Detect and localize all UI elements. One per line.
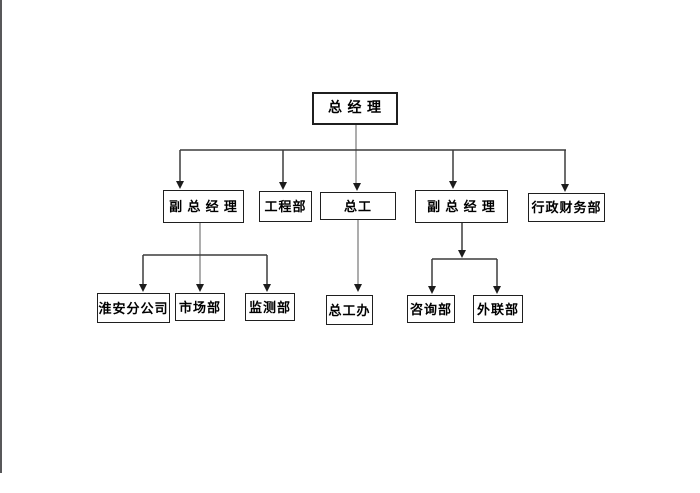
org-node-chief-engineer: 总工 [320, 192, 396, 220]
page-edge-line [0, 0, 2, 473]
org-node-admin-finance-dept: 行政财务部 [528, 193, 605, 222]
org-node-marketing-dept: 市场部 [175, 293, 225, 321]
arrowheads [139, 181, 569, 294]
pass-through-lines [199, 125, 359, 285]
org-node-external-liaison-dept: 外联部 [473, 295, 523, 323]
org-node-general-manager: 总 经 理 [312, 92, 398, 125]
branch-lines [142, 149, 566, 287]
org-node-monitoring-dept: 监测部 [245, 293, 295, 321]
org-node-consulting-dept: 咨询部 [407, 295, 455, 323]
org-node-engineering-dept: 工程部 [259, 191, 312, 222]
org-node-chief-engineer-office: 总工办 [326, 295, 373, 325]
org-node-deputy-gm-right: 副 总 经 理 [415, 190, 508, 223]
org-node-deputy-gm-left: 副 总 经 理 [163, 190, 244, 223]
org-node-huaian-branch: 淮安分公司 [97, 293, 170, 323]
